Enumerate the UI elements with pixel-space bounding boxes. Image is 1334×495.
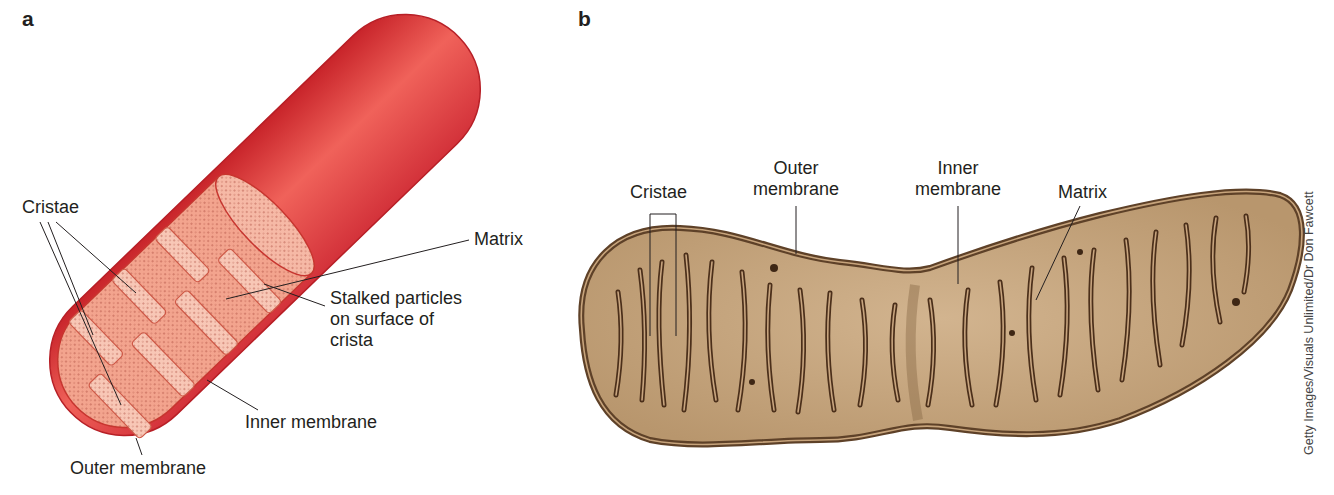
leader-line [796, 206, 797, 254]
intermembrane-space [581, 192, 1302, 445]
part-label: Cristae [22, 197, 79, 218]
photo-credit: Getty Images/Visuals Unlimited/Dr Don Fa… [1302, 191, 1317, 455]
matrix-granule [1077, 249, 1083, 255]
outer-membrane-outline [581, 192, 1302, 445]
matrix-granule [770, 264, 778, 272]
matrix-granule [749, 379, 755, 385]
leader-line [958, 206, 959, 284]
stalked-particles [88, 373, 153, 439]
part-label: Matrix [474, 229, 523, 250]
part-label: Inner membrane [245, 412, 377, 433]
part-label: Matrix [1058, 182, 1107, 203]
crista-shelf [174, 289, 239, 355]
crista-shelf [131, 331, 196, 397]
leader-line [264, 284, 325, 306]
matrix-granule [1232, 298, 1240, 306]
outer-membrane-shape [19, 0, 512, 467]
crista-fold [616, 216, 1249, 412]
crista-shelf [88, 373, 153, 439]
crista-lumen [616, 216, 1249, 412]
leader-line [56, 222, 136, 293]
granules [749, 249, 1240, 385]
cut-face [203, 162, 328, 289]
panel-letter: b [578, 8, 591, 29]
matrix-granule [1009, 330, 1015, 336]
stalked-particles [131, 331, 196, 397]
mitochondrion-drawing [19, 0, 512, 467]
stalked-particles [68, 309, 124, 366]
stalked-particles [111, 268, 167, 325]
part-label: Outer membrane [70, 458, 206, 479]
crista-shelves [47, 205, 283, 439]
cristae-bracket [650, 214, 676, 336]
leader-line [48, 222, 93, 335]
leader-line [40, 222, 121, 405]
part-label: Inner membrane [903, 158, 1013, 200]
crista-shelf [68, 309, 124, 366]
leader-lines [40, 222, 469, 455]
leader-line [1036, 206, 1080, 300]
crista-shelf [154, 226, 210, 283]
panel-letter: a [22, 8, 34, 29]
crista-shelf [111, 268, 167, 325]
crista-stipple [47, 205, 283, 439]
leader-line [207, 380, 258, 410]
dark-septum [911, 285, 918, 420]
part-label: Cristae [630, 182, 687, 203]
leader-line [136, 438, 142, 455]
cut-face-stipple [203, 162, 328, 289]
stalked-particles [174, 289, 239, 355]
part-label: Stalked particles on surface of crista [330, 288, 480, 351]
micrograph [581, 192, 1302, 445]
stalked-particles [154, 226, 210, 283]
part-label: Outer membrane [748, 158, 844, 200]
leader-lines [650, 206, 1080, 336]
